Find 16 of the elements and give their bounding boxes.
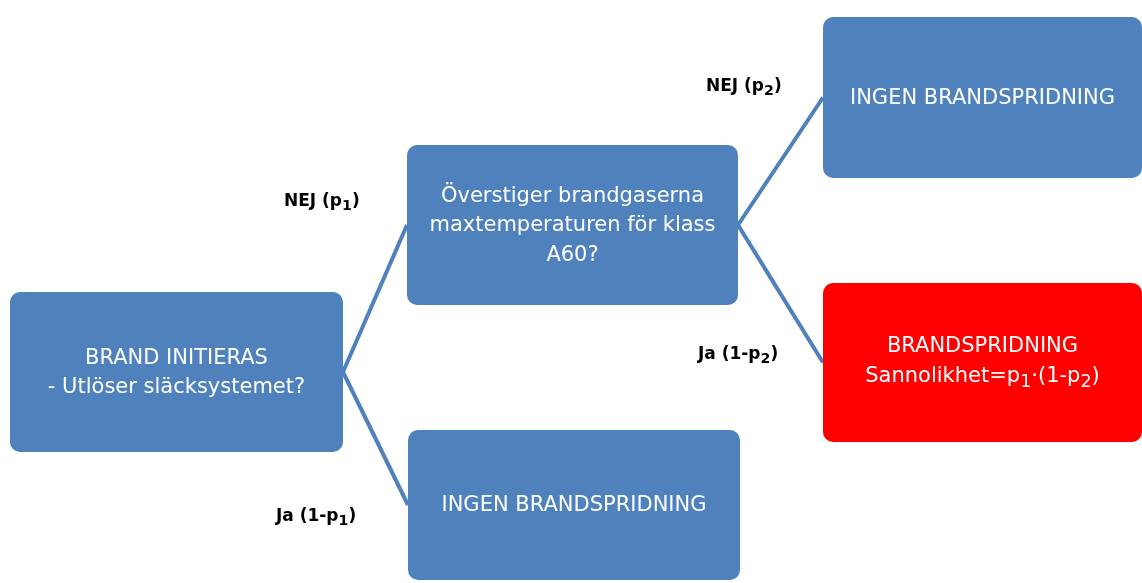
- node-text: BRAND INITIERAS: [85, 343, 268, 371]
- event-box: [407, 145, 738, 305]
- branch-line: [736, 96, 825, 227]
- event-box: [10, 292, 343, 452]
- node-text: Sannolikhet=p$_{1}$·(1-p$_{2}$): [865, 361, 1100, 394]
- branch-line: [341, 224, 409, 373]
- outcome-box: [823, 283, 1142, 442]
- node-text: - Utlöser släcksystemet?: [47, 373, 306, 400]
- node-text: BRANDSPRIDNING: [886, 332, 1079, 360]
- node-text: Överstiger brandgaserna maxtemperaturen för klass A60?: [428, 181, 717, 268]
- event-box: [823, 17, 1142, 178]
- node-text: INGEN BRANDSPRIDNING: [441, 491, 707, 519]
- branch-line: [736, 223, 825, 364]
- event-box: [408, 430, 740, 580]
- node-text: INGEN BRANDSPRIDNING: [849, 83, 1116, 111]
- branch-line: [341, 371, 410, 506]
